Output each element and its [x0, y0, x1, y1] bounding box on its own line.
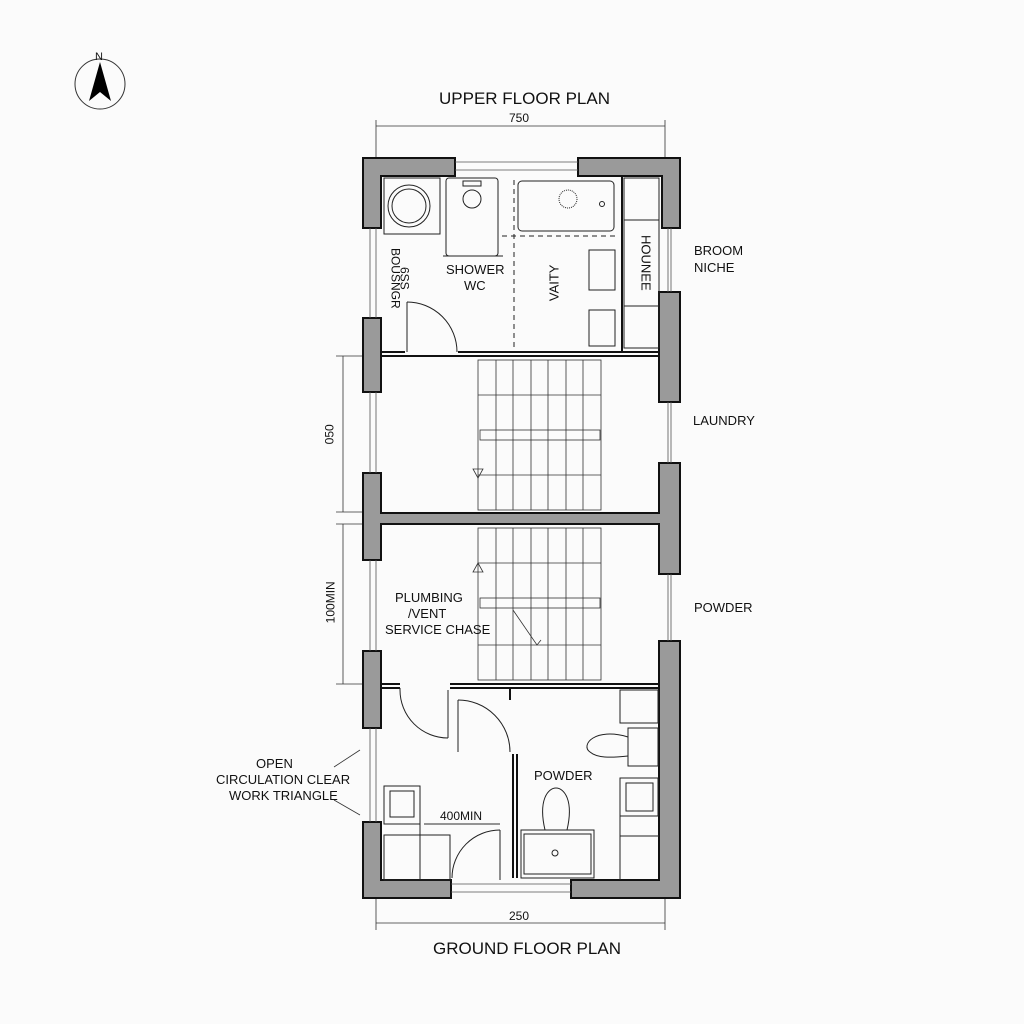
callout-circulation: CIRCULATION CLEAR [216, 772, 351, 787]
room-label-niche-rotated: HOUNEE [638, 235, 654, 291]
walls [362, 157, 681, 899]
room-label-rotated-b: 6SS [397, 266, 412, 290]
side-label-powder: POWDER [694, 600, 753, 615]
room-label-vent: /VENT [408, 606, 447, 621]
ground-fixtures [383, 688, 659, 881]
upper-floor-title: UPPER FLOOR PLAN [439, 89, 610, 108]
lower-stair [472, 527, 602, 681]
callout-open: OPEN [256, 756, 293, 771]
room-label-vanity: VAITY [546, 264, 562, 302]
upper-stair [472, 359, 602, 511]
bottom-dimension-line [375, 898, 666, 930]
upper-fixtures [383, 177, 660, 353]
north-label: N [95, 51, 103, 63]
callout-work-triangle: WORK TRIANGLE [229, 788, 338, 803]
dimension-top-width: 750 [509, 111, 530, 125]
dimension-bottom-width: 250 [509, 909, 530, 923]
room-label-shower: SHOWER [446, 262, 505, 277]
left-dimension-lines [336, 355, 364, 685]
top-dimension-line [375, 120, 666, 158]
room-label-plumbing: PLUMBING [395, 590, 463, 605]
inner-walls [381, 176, 659, 878]
side-label-laundry: LAUNDRY [693, 413, 755, 428]
room-label-powder-inner: POWDER [534, 768, 593, 783]
dimension-left-upper: 050 [322, 424, 337, 445]
side-label-niche: NICHE [694, 260, 735, 275]
dimension-left-lower: 100MIN [323, 581, 338, 624]
ground-floor-title: GROUND FLOOR PLAN [433, 939, 621, 958]
dimension-clearance: 400MIN [440, 809, 483, 823]
room-label-service-chase: SERVICE CHASE [385, 622, 491, 637]
windows [369, 161, 672, 893]
side-label-broom: BROOM [694, 243, 744, 258]
north-arrow-icon [74, 58, 126, 110]
room-label-wc: WC [464, 278, 486, 293]
callout-leaders [333, 749, 500, 825]
